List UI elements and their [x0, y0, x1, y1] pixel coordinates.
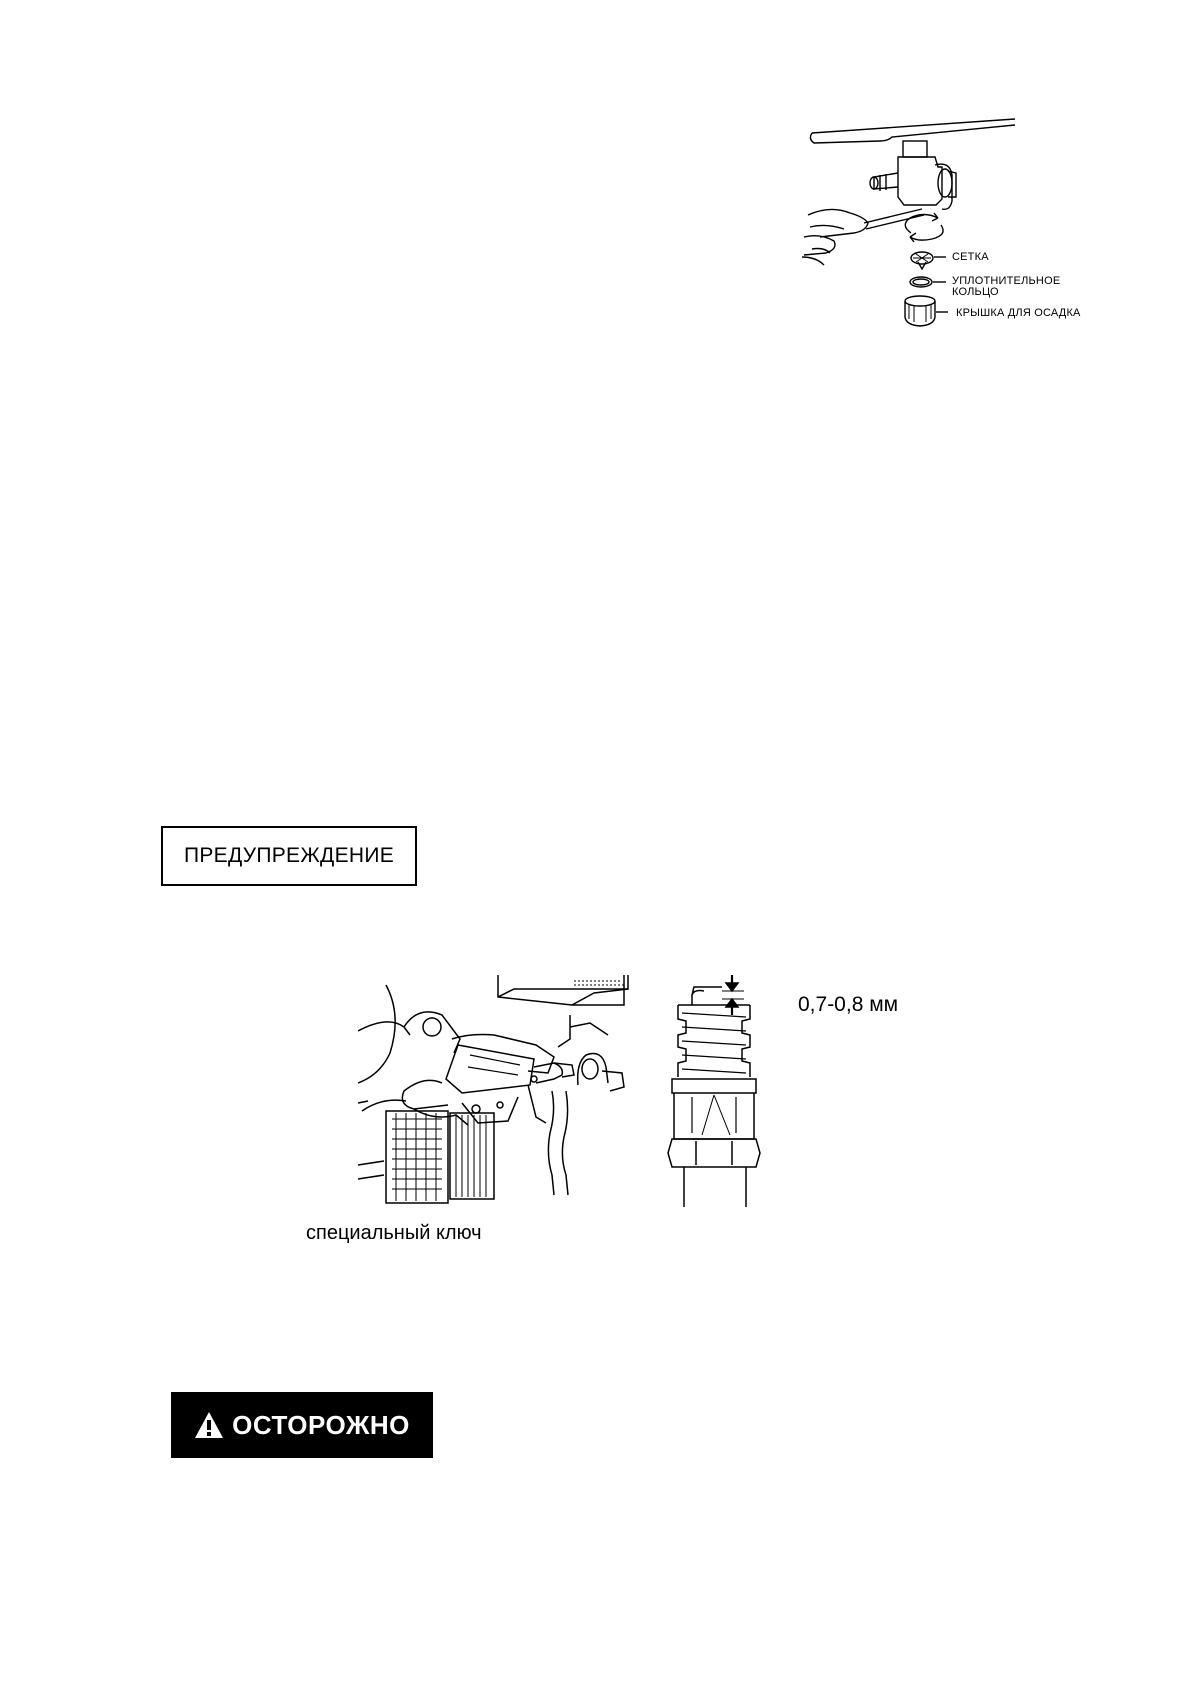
oring-label-line1: УПЛОТНИТЕЛЬНОЕ: [952, 275, 1061, 287]
screen-label: СЕТКА: [952, 251, 989, 263]
fuel-valve-illustration: [801, 118, 1016, 327]
sediment-cup-label: КРЫШКА ДЛЯ ОСАДКА: [956, 307, 1081, 319]
warning-label: ПРЕДУПРЕЖДЕНИЕ: [183, 844, 395, 867]
warning-box: ПРЕДУПРЕЖДЕНИЕ: [161, 826, 417, 886]
warning-triangle-icon: [195, 1412, 224, 1438]
oring-label-line2: КОЛЬЦО: [952, 286, 999, 298]
fuel-valve-figure: СЕТКА УПЛОТНИТЕЛЬНОЕ КОЛЬЦО КРЫШКА ДЛЯ О…: [800, 105, 1130, 355]
caution-box: ОСТОРОЖНО: [171, 1392, 433, 1458]
spark-plug-illustration: [357, 975, 761, 1207]
special-wrench-label: специальный ключ: [306, 1222, 482, 1244]
plug-gap-label: 0,7-0,8 мм: [798, 993, 899, 1016]
caution-label: ОСТОРОЖНО: [232, 1409, 410, 1440]
spark-plug-figure: [357, 975, 918, 1210]
